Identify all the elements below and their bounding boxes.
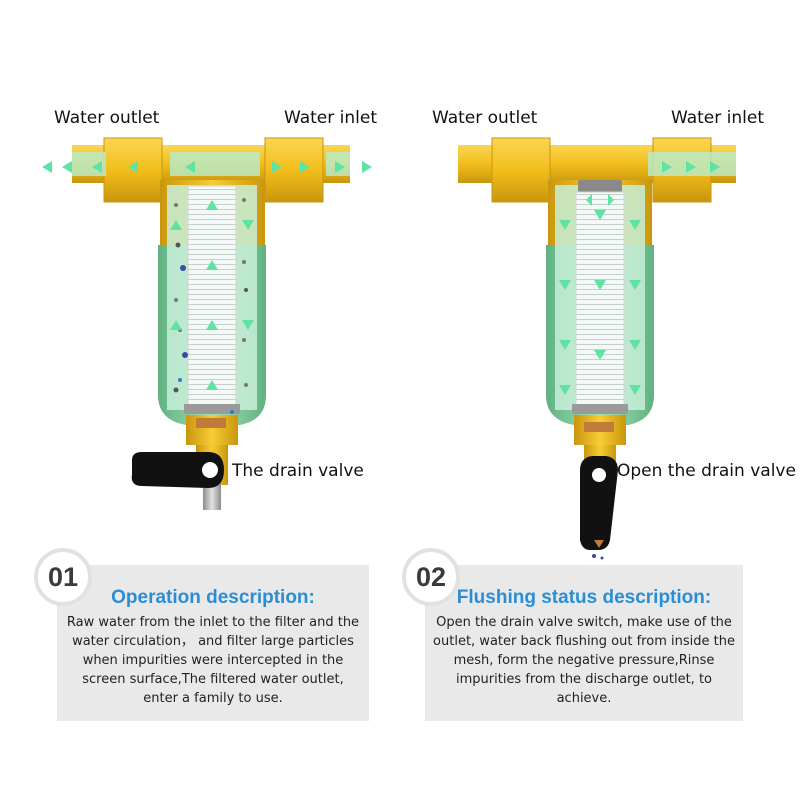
step-badge-01: 01 [34,548,92,606]
outlet-nut [491,137,551,203]
left-outlet-label: Water outlet [54,108,160,128]
drain-valve-handle [131,452,224,488]
operation-title: Operation description: [111,587,315,608]
step-badge-02: 02 [402,548,460,606]
drain-valve-handle [580,456,618,550]
left-drain-label: The drain valve [232,461,364,481]
right-inlet-label: Water inlet [671,108,765,128]
flow-arrows [42,161,372,390]
impurity-particles [173,198,248,414]
flushing-title: Flushing status description: [456,587,712,608]
flow-arrows [559,161,720,395]
operation-description: Raw water from the inlet to the filter a… [66,615,360,706]
flushing-description: Open the drain valve switch, make use of… [433,615,735,706]
discharge-arrow [594,540,604,548]
filter-diagram-operation [42,137,372,510]
filter-mesh [575,191,625,407]
filter-mesh [187,185,237,407]
operation-card: Operation description: Raw water from th… [57,565,369,721]
filter-diagram-flushing [458,137,736,560]
right-drain-label: Open the drain valve [617,461,796,481]
flushing-card: Flushing status description: Open the dr… [425,565,743,721]
left-inlet-label: Water inlet [284,108,378,128]
right-outlet-label: Water outlet [432,108,538,128]
